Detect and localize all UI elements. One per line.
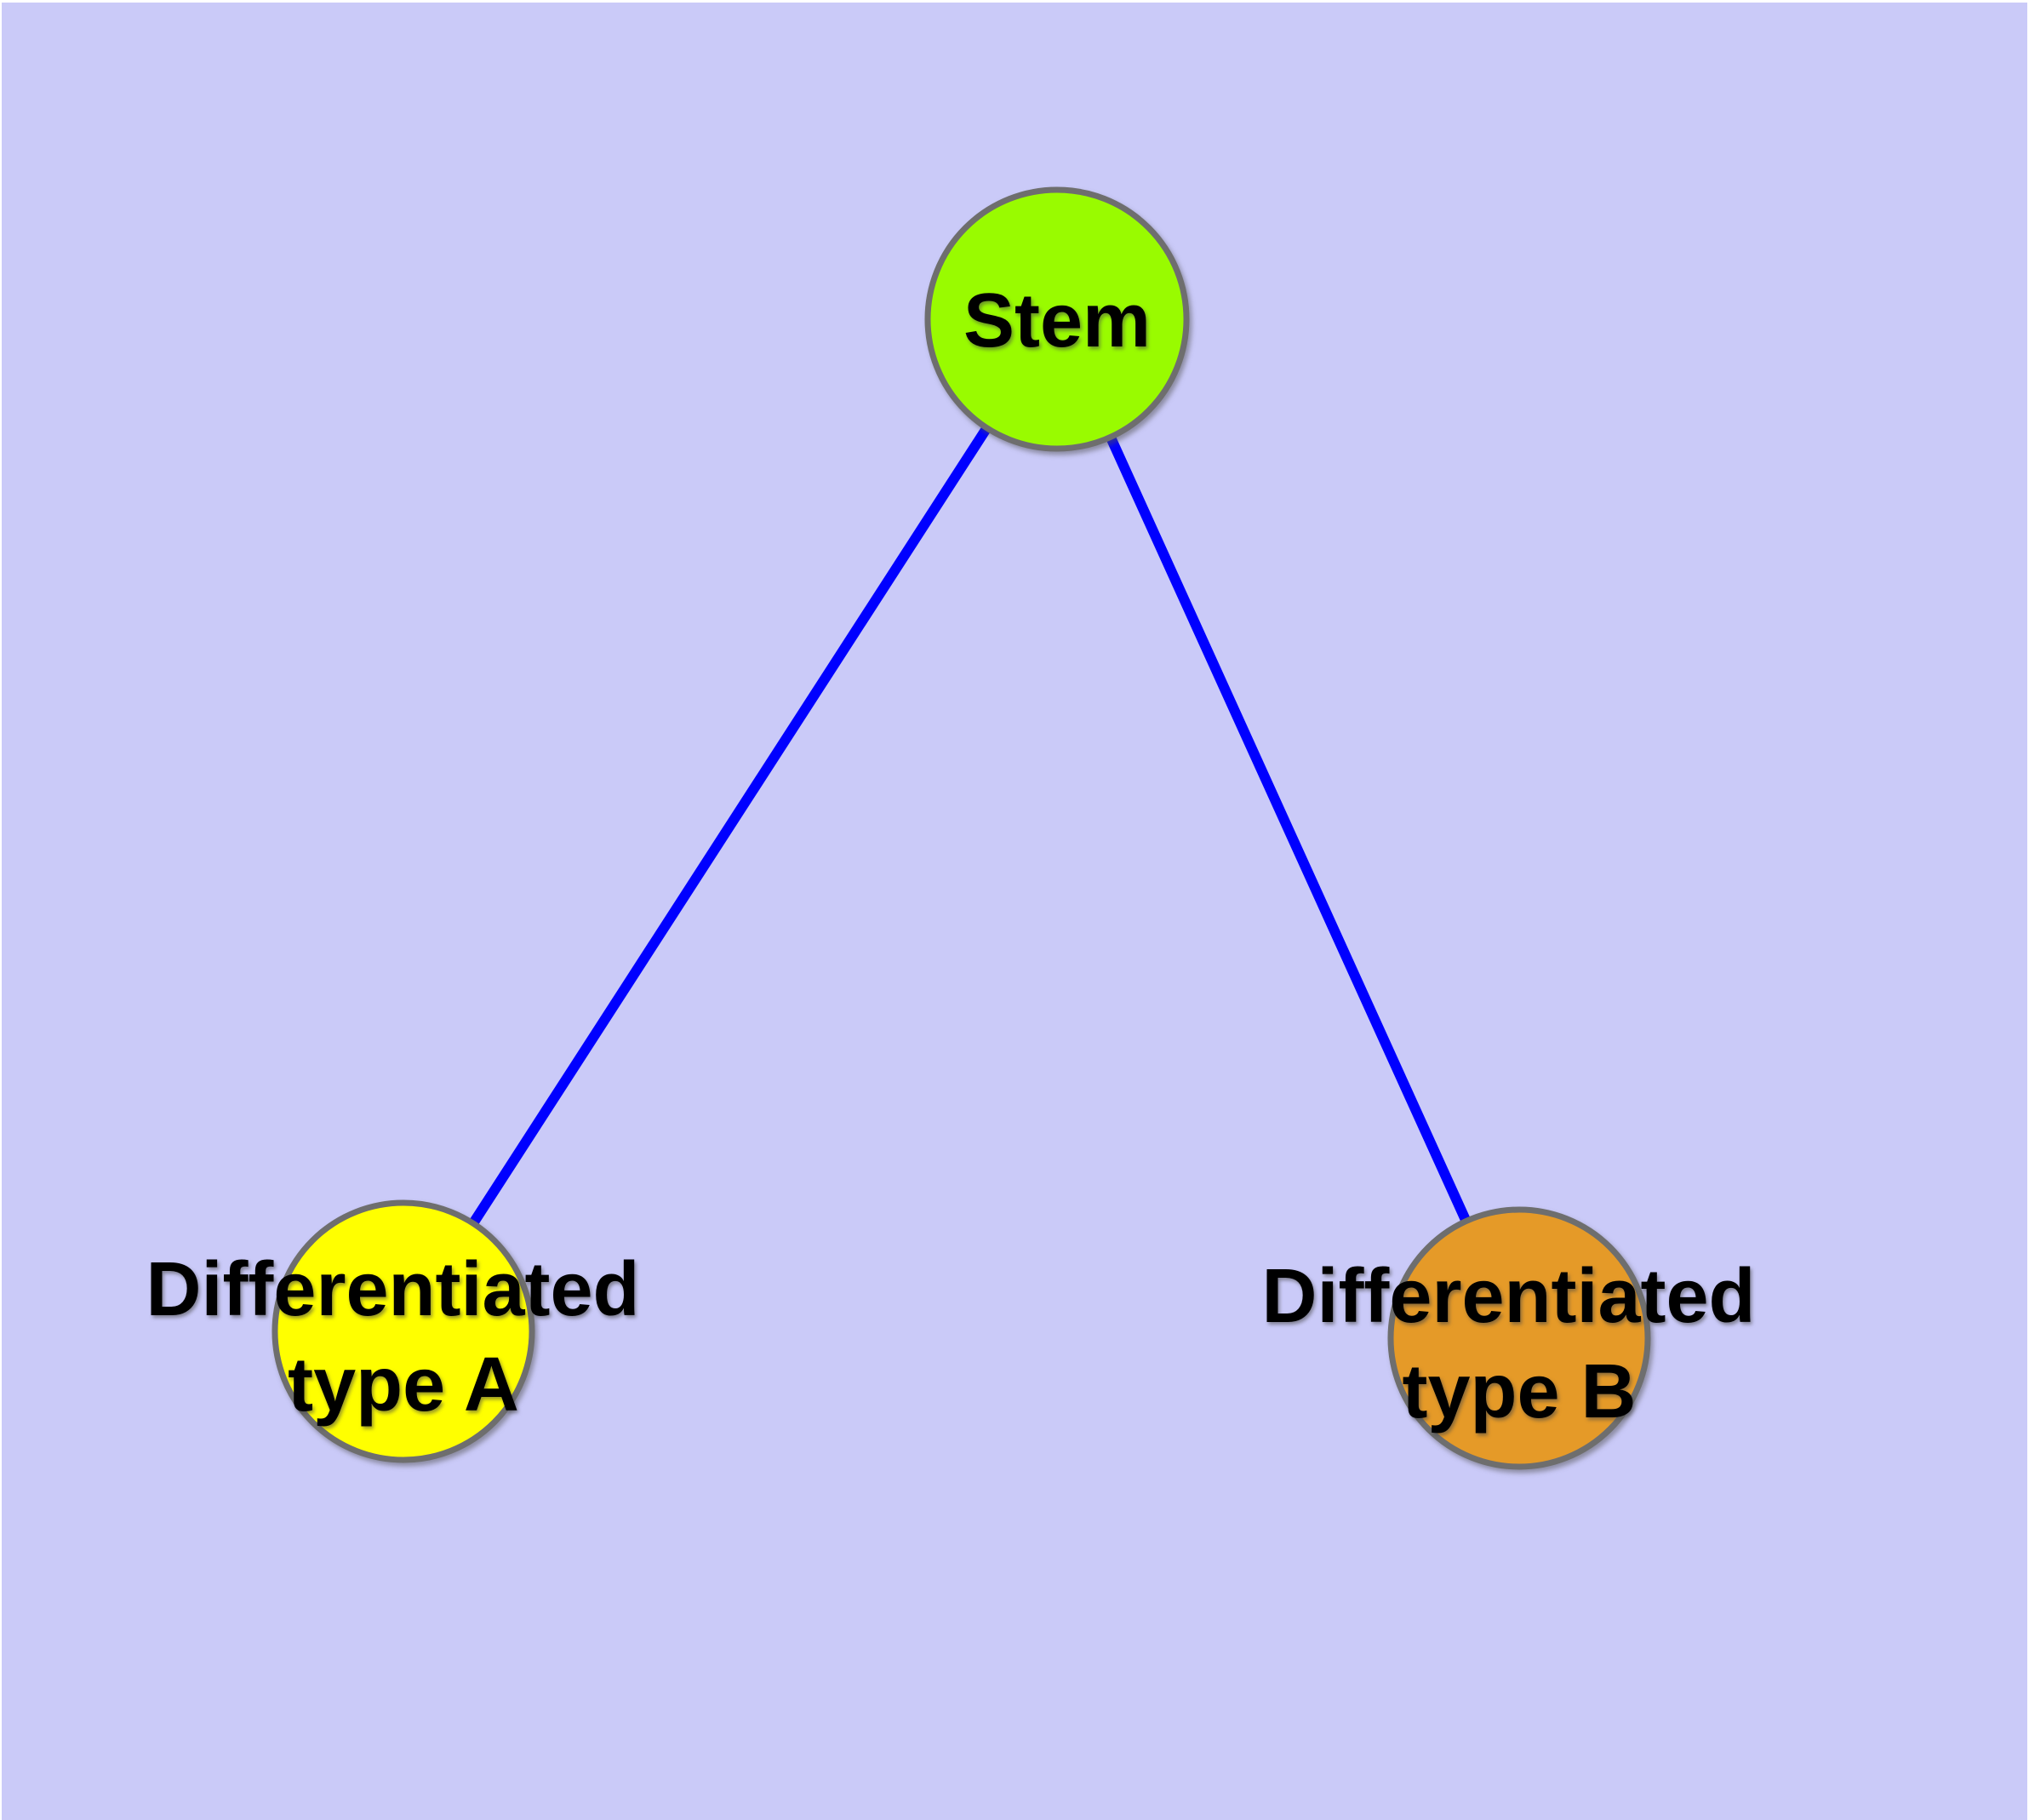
label-group: Stem Differentiated type A Differentiate… [146,278,1776,1434]
node-stem [924,186,1190,452]
edge-group [398,316,1524,1341]
node-type-b-label: Differentiated type B [1261,1254,1776,1434]
node-differentiated-type-a [271,1199,535,1463]
node-stem-label: Stem [963,278,1151,363]
node-type-a-label: Differentiated type A [146,1247,660,1428]
node-differentiated-type-b [1387,1206,1651,1470]
edge-stem-to-type-a [398,316,1062,1335]
node-type-b-label-line2: type B [1402,1349,1636,1434]
node-type-a-label-line2: type A [288,1342,519,1428]
node-type-b-label-line1: Differentiated [1261,1254,1755,1339]
node-type-a-label-line1: Differentiated [146,1247,639,1332]
edge-stem-to-type-b [1052,317,1524,1341]
node-group [271,186,1651,1470]
